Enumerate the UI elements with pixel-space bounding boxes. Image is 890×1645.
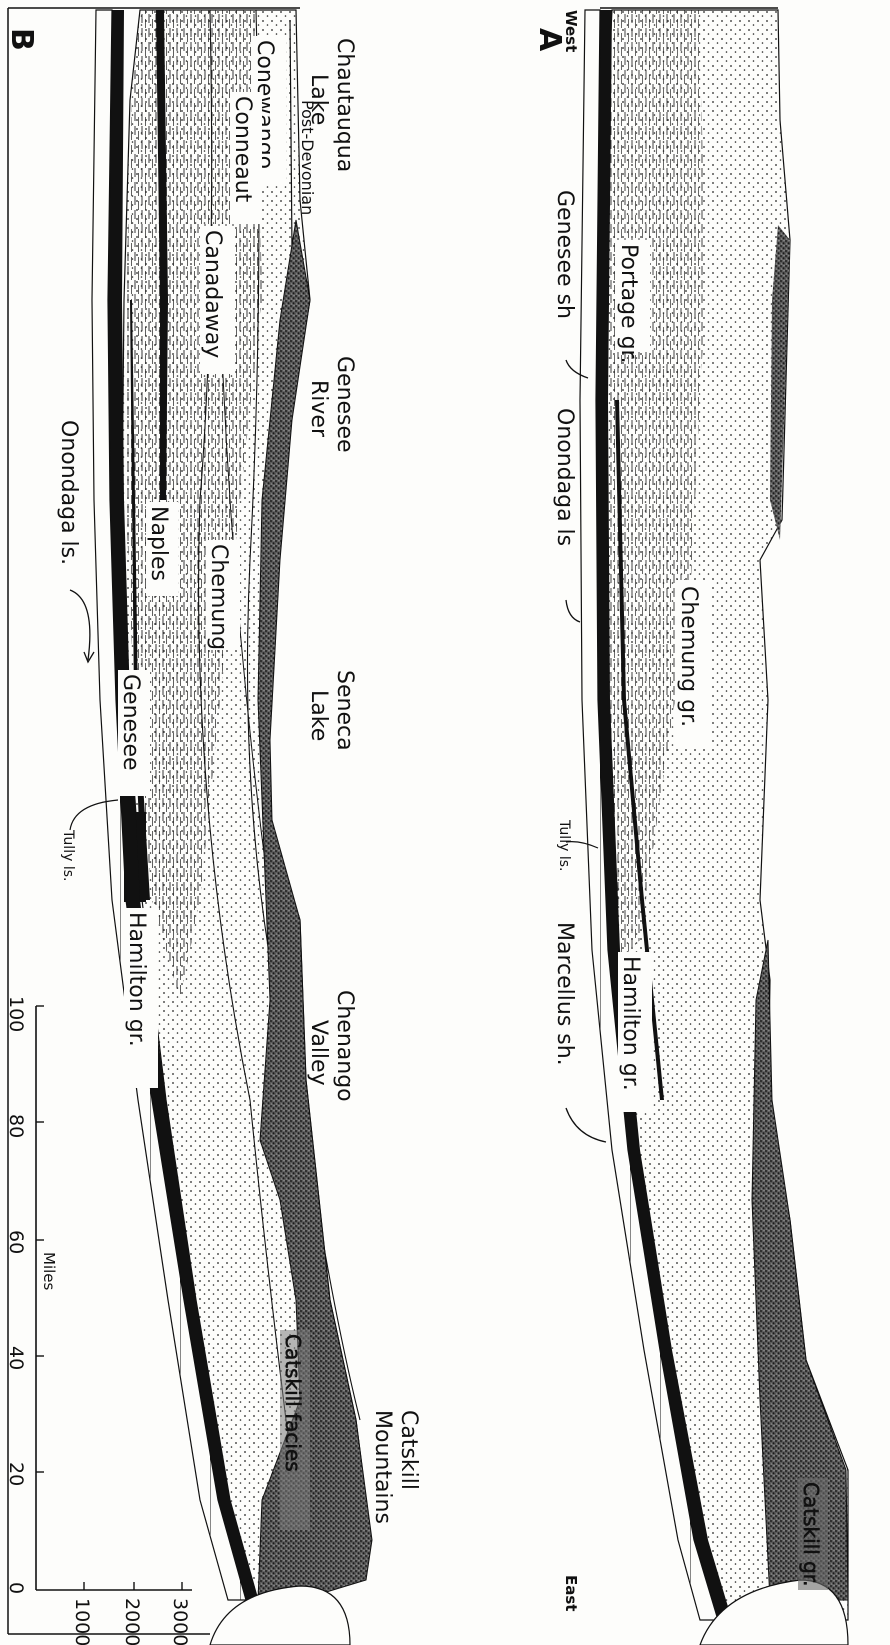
panel-b-tully-label: Tully ls. (60, 829, 76, 881)
panel-a-tully-label: Tully ls. (556, 819, 572, 871)
panel-a-chemung-label-box: Chemung gr. (676, 580, 710, 748)
panel-a-genesee-sh-label: Genesee sh (552, 190, 577, 319)
panel-a-marcellus-leader (566, 1108, 606, 1142)
location-chenango-line2: Valley (306, 1020, 331, 1086)
panel-b-hamilton-label: Hamilton gr. (124, 912, 149, 1047)
location-genesee-line2: River (306, 380, 331, 438)
panel-a-marcellus-label: Marcellus sh. (552, 922, 577, 1066)
panel-a-east-label: East (562, 1575, 580, 1611)
scale-mile-label: 80 (5, 1114, 27, 1138)
panel-b-naples-label-box: Naples (146, 502, 178, 596)
panel-a-west-label: West (562, 10, 580, 52)
panel-a: A West East Portage gr. Genesee sh Onond… (532, 8, 848, 1645)
panel-b-chemung-label: Chemung (206, 544, 231, 650)
panel-b-conneaut-label-box: Conneaut (230, 92, 262, 224)
location-catskill-line1: Catskill (396, 1410, 421, 1490)
panel-a-onondaga-leader (566, 600, 580, 622)
scale-mile-label: 100 (5, 996, 27, 1032)
panel-b-genesee-label-box: Genesee (118, 670, 150, 796)
panel-b-catskill-label: Catskill facies (281, 1334, 305, 1472)
panel-b-naples-label: Naples (146, 506, 171, 581)
panel-a-chemung-label: Chemung gr. (676, 586, 701, 727)
panel-b-canadaway-label-box: Canadaway (200, 226, 234, 374)
location-seneca-line2: Lake (306, 690, 331, 741)
scale-feet-label: 3000' (169, 1598, 191, 1645)
panel-b-letter: B (4, 28, 39, 51)
panel-a-onondaga-label: Onondaga ls (552, 408, 577, 546)
scale-mile-label: 20 (5, 1462, 27, 1486)
panel-b-genesee-label: Genesee (118, 674, 143, 771)
panel-a-hamilton-label-box: Hamilton gr. (618, 952, 652, 1112)
panel-a-portage-label: Portage gr. (616, 244, 641, 364)
scale-feet-label: 1000' (71, 1598, 93, 1645)
panel-b: B Conewango Conneaut Post-Devonian Canad… (4, 8, 372, 1645)
scale-feet-label: 2000' (121, 1598, 143, 1645)
location-chautauqua-line1: Chautauqua (332, 38, 357, 172)
panel-b-canadaway-label: Canadaway (200, 230, 225, 358)
location-chenango-line1: Chenango (332, 990, 357, 1102)
panel-b-onondaga-leader (70, 590, 90, 660)
panel-b-chemung-label-box: Chemung (206, 540, 240, 650)
scale-mile-label: 60 (5, 1230, 27, 1254)
panel-b-catskill-label-box: Catskill facies (280, 1330, 310, 1530)
panel-a-letter: A (532, 28, 567, 52)
panel-a-hamilton-label: Hamilton gr. (618, 956, 643, 1091)
location-seneca-line1: Seneca (332, 670, 357, 751)
scale-mile-label: 40 (5, 1346, 27, 1370)
panel-a-catskill-label: Catskill gr. (799, 1482, 823, 1587)
location-chautauqua-line2: Lake (306, 74, 331, 125)
panel-b-onondaga-label: Onondaga ls. (56, 420, 81, 565)
location-catskill-line2: Mountains (370, 1410, 395, 1524)
location-genesee-line1: Genesee (332, 356, 357, 453)
panel-b-hamilton-label-box: Hamilton gr. (124, 908, 158, 1088)
panel-a-catskill-label-box: Catskill gr. (798, 1478, 828, 1590)
scale-unit-label: Miles (40, 1252, 58, 1291)
panel-b-conneaut-label: Conneaut (230, 96, 255, 203)
scale-mile-label: 0 (5, 1582, 27, 1594)
panel-a-portage-label-box: Portage gr. (616, 240, 650, 364)
